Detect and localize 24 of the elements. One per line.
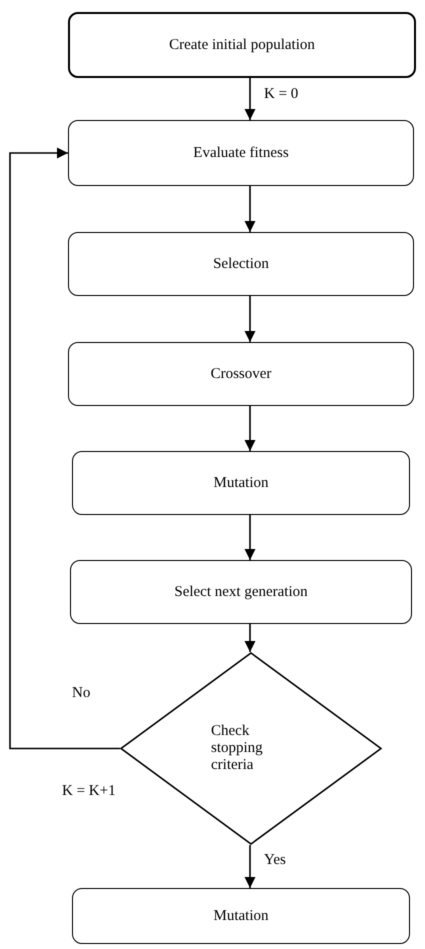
arrow xyxy=(244,624,256,652)
step-label: Create initial population xyxy=(169,36,315,54)
step-label: Selection xyxy=(213,256,269,272)
decision-label: Check stopping criteria xyxy=(211,723,264,774)
arrow xyxy=(244,296,256,342)
step-label: Mutation xyxy=(214,474,268,492)
process-box xyxy=(68,12,416,78)
process-box xyxy=(72,451,410,515)
step-label: Mutation xyxy=(214,908,268,924)
arrow xyxy=(9,147,120,750)
process-box xyxy=(68,342,414,406)
process-box xyxy=(68,120,414,186)
process-box xyxy=(70,560,412,624)
process-box xyxy=(72,888,410,944)
arrow xyxy=(244,78,256,120)
arrow xyxy=(244,186,256,232)
step-label: Crossover xyxy=(210,366,272,382)
process-box xyxy=(68,232,414,296)
arrow xyxy=(244,406,256,451)
step-label: Evaluate fitness xyxy=(193,144,289,162)
arrow xyxy=(244,515,256,560)
step-label: Select next generation xyxy=(174,584,308,600)
arrow xyxy=(244,845,256,888)
decision-diamond xyxy=(120,652,382,845)
